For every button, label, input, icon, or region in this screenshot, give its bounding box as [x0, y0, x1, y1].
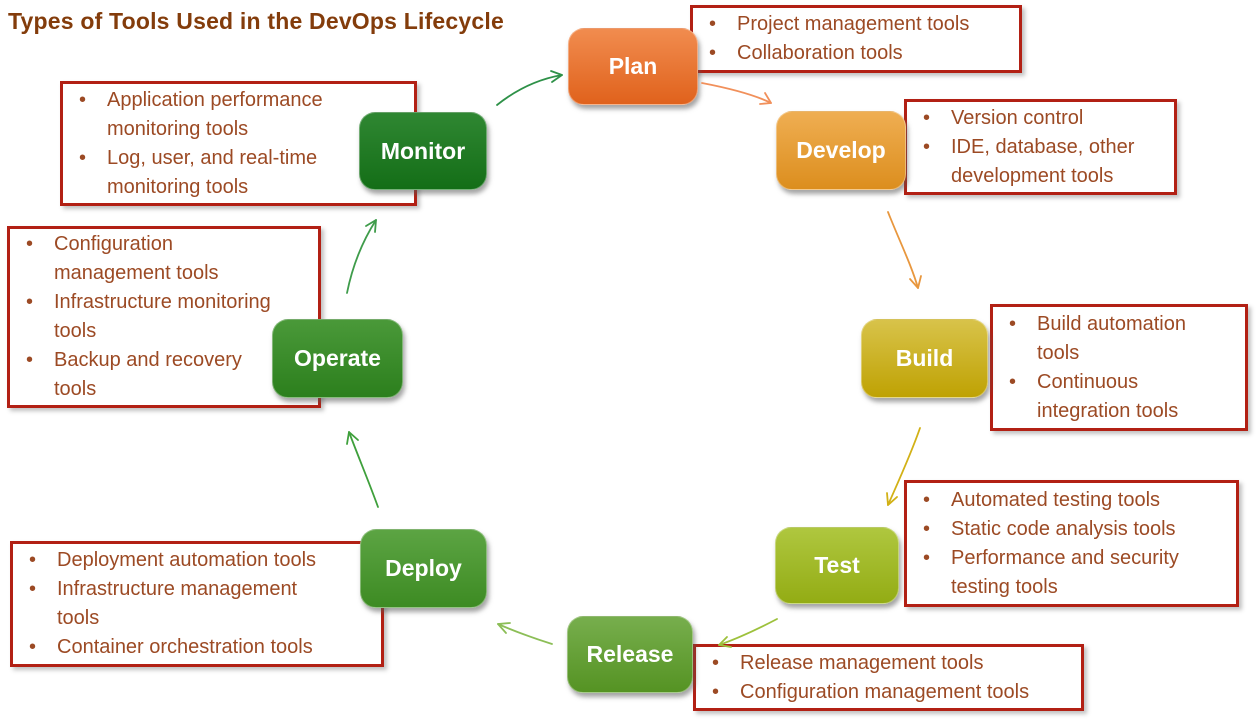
- stage-label-monitor: Monitor: [380, 137, 466, 164]
- tool-item: Collaboration tools: [705, 39, 1013, 68]
- diagram-title: Types of Tools Used in the DevOps Lifecy…: [8, 8, 504, 34]
- tools-list-test: Automated testing tools Static code anal…: [919, 486, 1230, 602]
- tools-box-deploy: Deployment automation tools Infrastructu…: [10, 541, 384, 667]
- arrow-plan-to-develop: [701, 82, 772, 105]
- tool-item: Automated testing tools: [919, 486, 1230, 515]
- stage-box-deploy: Deploy: [360, 529, 487, 608]
- tools-list-plan: Project management tools Collaboration t…: [705, 10, 1013, 68]
- tool-item: Performance and security testing tools: [919, 544, 1230, 602]
- tools-box-test: Automated testing tools Static code anal…: [904, 480, 1239, 607]
- tool-item: Infrastructure monitoring tools: [22, 288, 312, 346]
- tool-item: IDE, database, other development tools: [919, 133, 1168, 191]
- stage-label-deploy: Deploy: [385, 555, 462, 581]
- tool-item: Log, user, and real-time monitoring tool…: [75, 144, 408, 202]
- tools-list-develop: Version control IDE, database, other dev…: [919, 104, 1168, 191]
- tools-list-deploy: Deployment automation tools Infrastructu…: [25, 546, 375, 662]
- tool-item: Application performance monitoring tools: [75, 86, 408, 144]
- arrow-monitor-to-plan: [496, 70, 563, 106]
- stage-label-build: Build: [895, 345, 954, 371]
- tool-item: Build automation tools: [1005, 310, 1239, 368]
- arrow-test-to-release: [718, 618, 778, 648]
- stage-label-operate: Operate: [294, 345, 381, 371]
- tool-item: Configuration management tools: [708, 678, 1075, 707]
- stage-label-release: Release: [586, 641, 674, 667]
- stage-label-develop: Develop: [796, 137, 886, 163]
- tools-box-develop: Version control IDE, database, other dev…: [904, 99, 1177, 195]
- arrow-operate-to-monitor: [346, 219, 377, 294]
- tools-box-operate: Configuration management tools Infrastru…: [7, 226, 321, 408]
- arrow-deploy-to-operate: [346, 431, 379, 508]
- tool-item: Project management tools: [705, 10, 1013, 39]
- stage-box-operate: Operate: [272, 319, 403, 398]
- tools-list-operate: Configuration management tools Infrastru…: [22, 230, 312, 404]
- tool-item: Infrastructure management tools: [25, 575, 375, 633]
- arrow-develop-to-build: [887, 211, 922, 289]
- stage-box-plan: Plan: [568, 28, 698, 105]
- tool-item: Backup and recovery tools: [22, 346, 312, 404]
- tools-box-build: Build automation tools Continuous integr…: [990, 304, 1248, 431]
- tools-box-release: Release management tools Configuration m…: [693, 644, 1084, 711]
- tools-box-plan: Project management tools Collaboration t…: [690, 5, 1022, 73]
- stage-label-test: Test: [814, 552, 860, 578]
- tools-list-release: Release management tools Configuration m…: [708, 649, 1075, 707]
- tool-item: Continuous integration tools: [1005, 368, 1239, 426]
- stage-box-release: Release: [567, 616, 693, 693]
- stage-box-test: Test: [775, 527, 899, 604]
- stage-box-monitor: Monitor: [359, 112, 487, 190]
- tool-item: Container orchestration tools: [25, 633, 375, 662]
- stage-box-develop: Develop: [776, 111, 906, 190]
- tool-item: Release management tools: [708, 649, 1075, 678]
- stage-box-build: Build: [861, 319, 988, 398]
- tool-item: Static code analysis tools: [919, 515, 1230, 544]
- arrow-release-to-deploy: [497, 622, 553, 645]
- tool-item: Deployment automation tools: [25, 546, 375, 575]
- tools-list-monitor: Application performance monitoring tools…: [75, 86, 408, 202]
- tools-box-monitor: Application performance monitoring tools…: [60, 81, 417, 206]
- tools-list-build: Build automation tools Continuous integr…: [1005, 310, 1239, 426]
- stage-label-plan: Plan: [608, 53, 658, 79]
- tool-item: Configuration management tools: [22, 230, 312, 288]
- tool-item: Version control: [919, 104, 1168, 133]
